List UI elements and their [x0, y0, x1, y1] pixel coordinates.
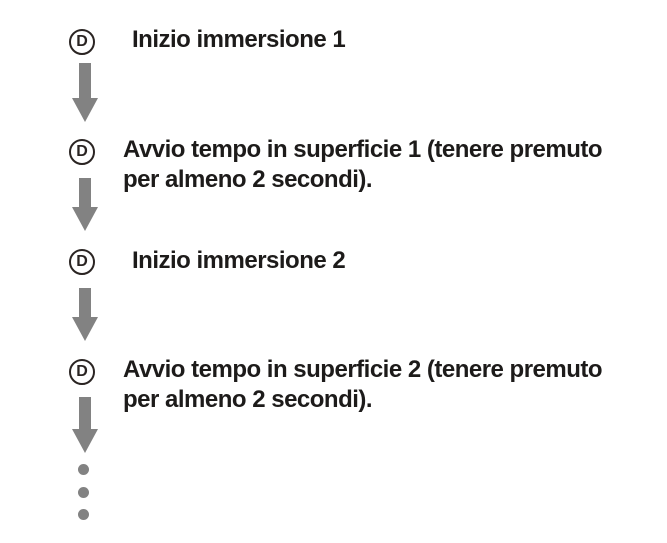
d-button-letter: D	[76, 363, 88, 380]
d-button-letter: D	[76, 143, 88, 160]
arrow-stem	[79, 63, 91, 100]
arrow-stem	[79, 397, 91, 431]
ellipsis-dot	[78, 487, 89, 498]
arrow-head	[72, 317, 98, 341]
d-button-icon: D	[69, 139, 95, 165]
arrow-head	[72, 207, 98, 231]
arrow-head	[72, 429, 98, 453]
step-label-1: Inizio immersione 1	[132, 26, 346, 53]
step-label-4: Avvio tempo in superficie 2 (tenere prem…	[123, 356, 603, 413]
d-button-icon: D	[69, 29, 95, 55]
d-button-icon: D	[69, 249, 95, 275]
down-arrow-icon	[72, 178, 98, 231]
d-button-letter: D	[76, 253, 88, 270]
down-arrow-icon	[72, 63, 98, 122]
d-button-icon: D	[69, 359, 95, 385]
d-button-letter: D	[76, 33, 88, 50]
down-arrow-icon	[72, 288, 98, 341]
down-arrow-icon	[72, 397, 98, 453]
step-label-3: Inizio immersione 2	[132, 247, 346, 274]
ellipsis-dot	[78, 509, 89, 520]
arrow-head	[72, 98, 98, 122]
ellipsis-dot	[78, 464, 89, 475]
step-label-2: Avvio tempo in superficie 1 (tenere prem…	[123, 136, 603, 193]
arrow-stem	[79, 178, 91, 209]
arrow-stem	[79, 288, 91, 319]
